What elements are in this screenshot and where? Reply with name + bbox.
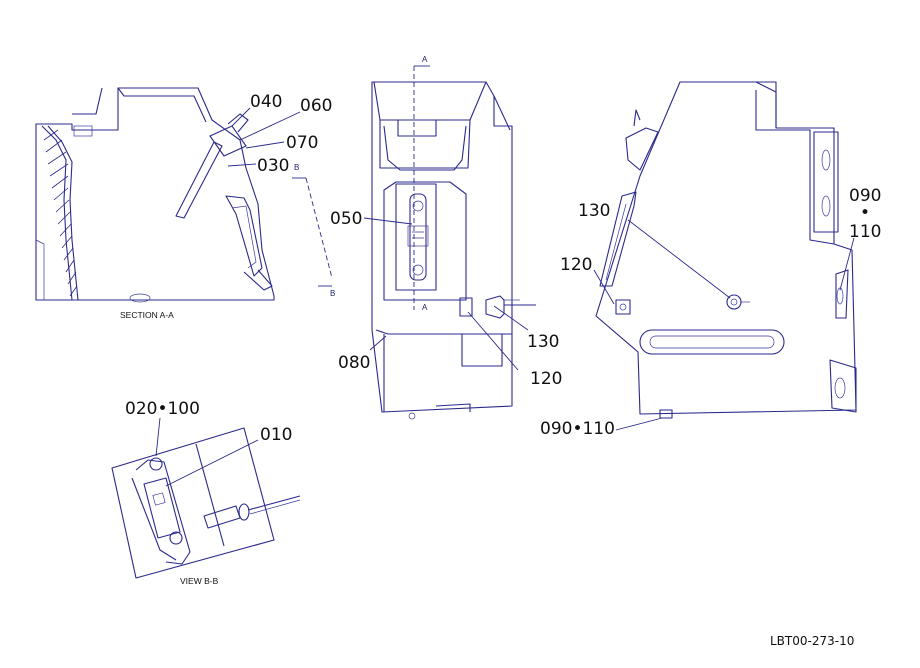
rear-view: [595, 81, 857, 419]
part-label-130-front: 130: [527, 332, 559, 352]
rear-leaders: [593, 219, 855, 431]
section-marker-b-bottom: B: [330, 289, 335, 298]
front-view: A A: [371, 55, 536, 420]
section-aa-leaders: [227, 107, 301, 167]
part-label-bullet-rear: •: [860, 203, 870, 223]
part-label-010: 010: [260, 425, 292, 445]
part-label-120-front: 120: [530, 369, 562, 389]
part-label-020-100: 020•100: [125, 399, 200, 419]
part-label-090-rear: 090: [849, 186, 881, 206]
part-label-090-110: 090•110: [540, 419, 615, 439]
part-label-030: 030: [257, 156, 289, 176]
section-aa-caption: SECTION A-A: [120, 310, 174, 320]
view-bb-caption: VIEW B-B: [180, 576, 219, 586]
part-label-120-rear: 120: [560, 255, 592, 275]
part-label-050: 050: [330, 209, 362, 229]
section-marker-b-top: B: [294, 163, 299, 172]
part-label-110-rear: 110: [849, 222, 881, 242]
part-label-060: 060: [300, 96, 332, 116]
part-label-080: 080: [338, 353, 370, 373]
view-bb: VIEW B-B: [111, 427, 301, 586]
part-label-070: 070: [286, 133, 318, 153]
section-aa-view: B B SECTION A-A: [35, 87, 335, 320]
part-label-130-rear: 130: [578, 201, 610, 221]
section-marker-a-top: A: [422, 55, 428, 64]
section-marker-a-bottom: A: [422, 303, 428, 312]
part-label-040: 040: [250, 92, 282, 112]
view-bb-leaders: [155, 417, 259, 487]
drawing-number: LBT00-273-10: [770, 634, 854, 648]
front-leaders: [363, 217, 529, 371]
